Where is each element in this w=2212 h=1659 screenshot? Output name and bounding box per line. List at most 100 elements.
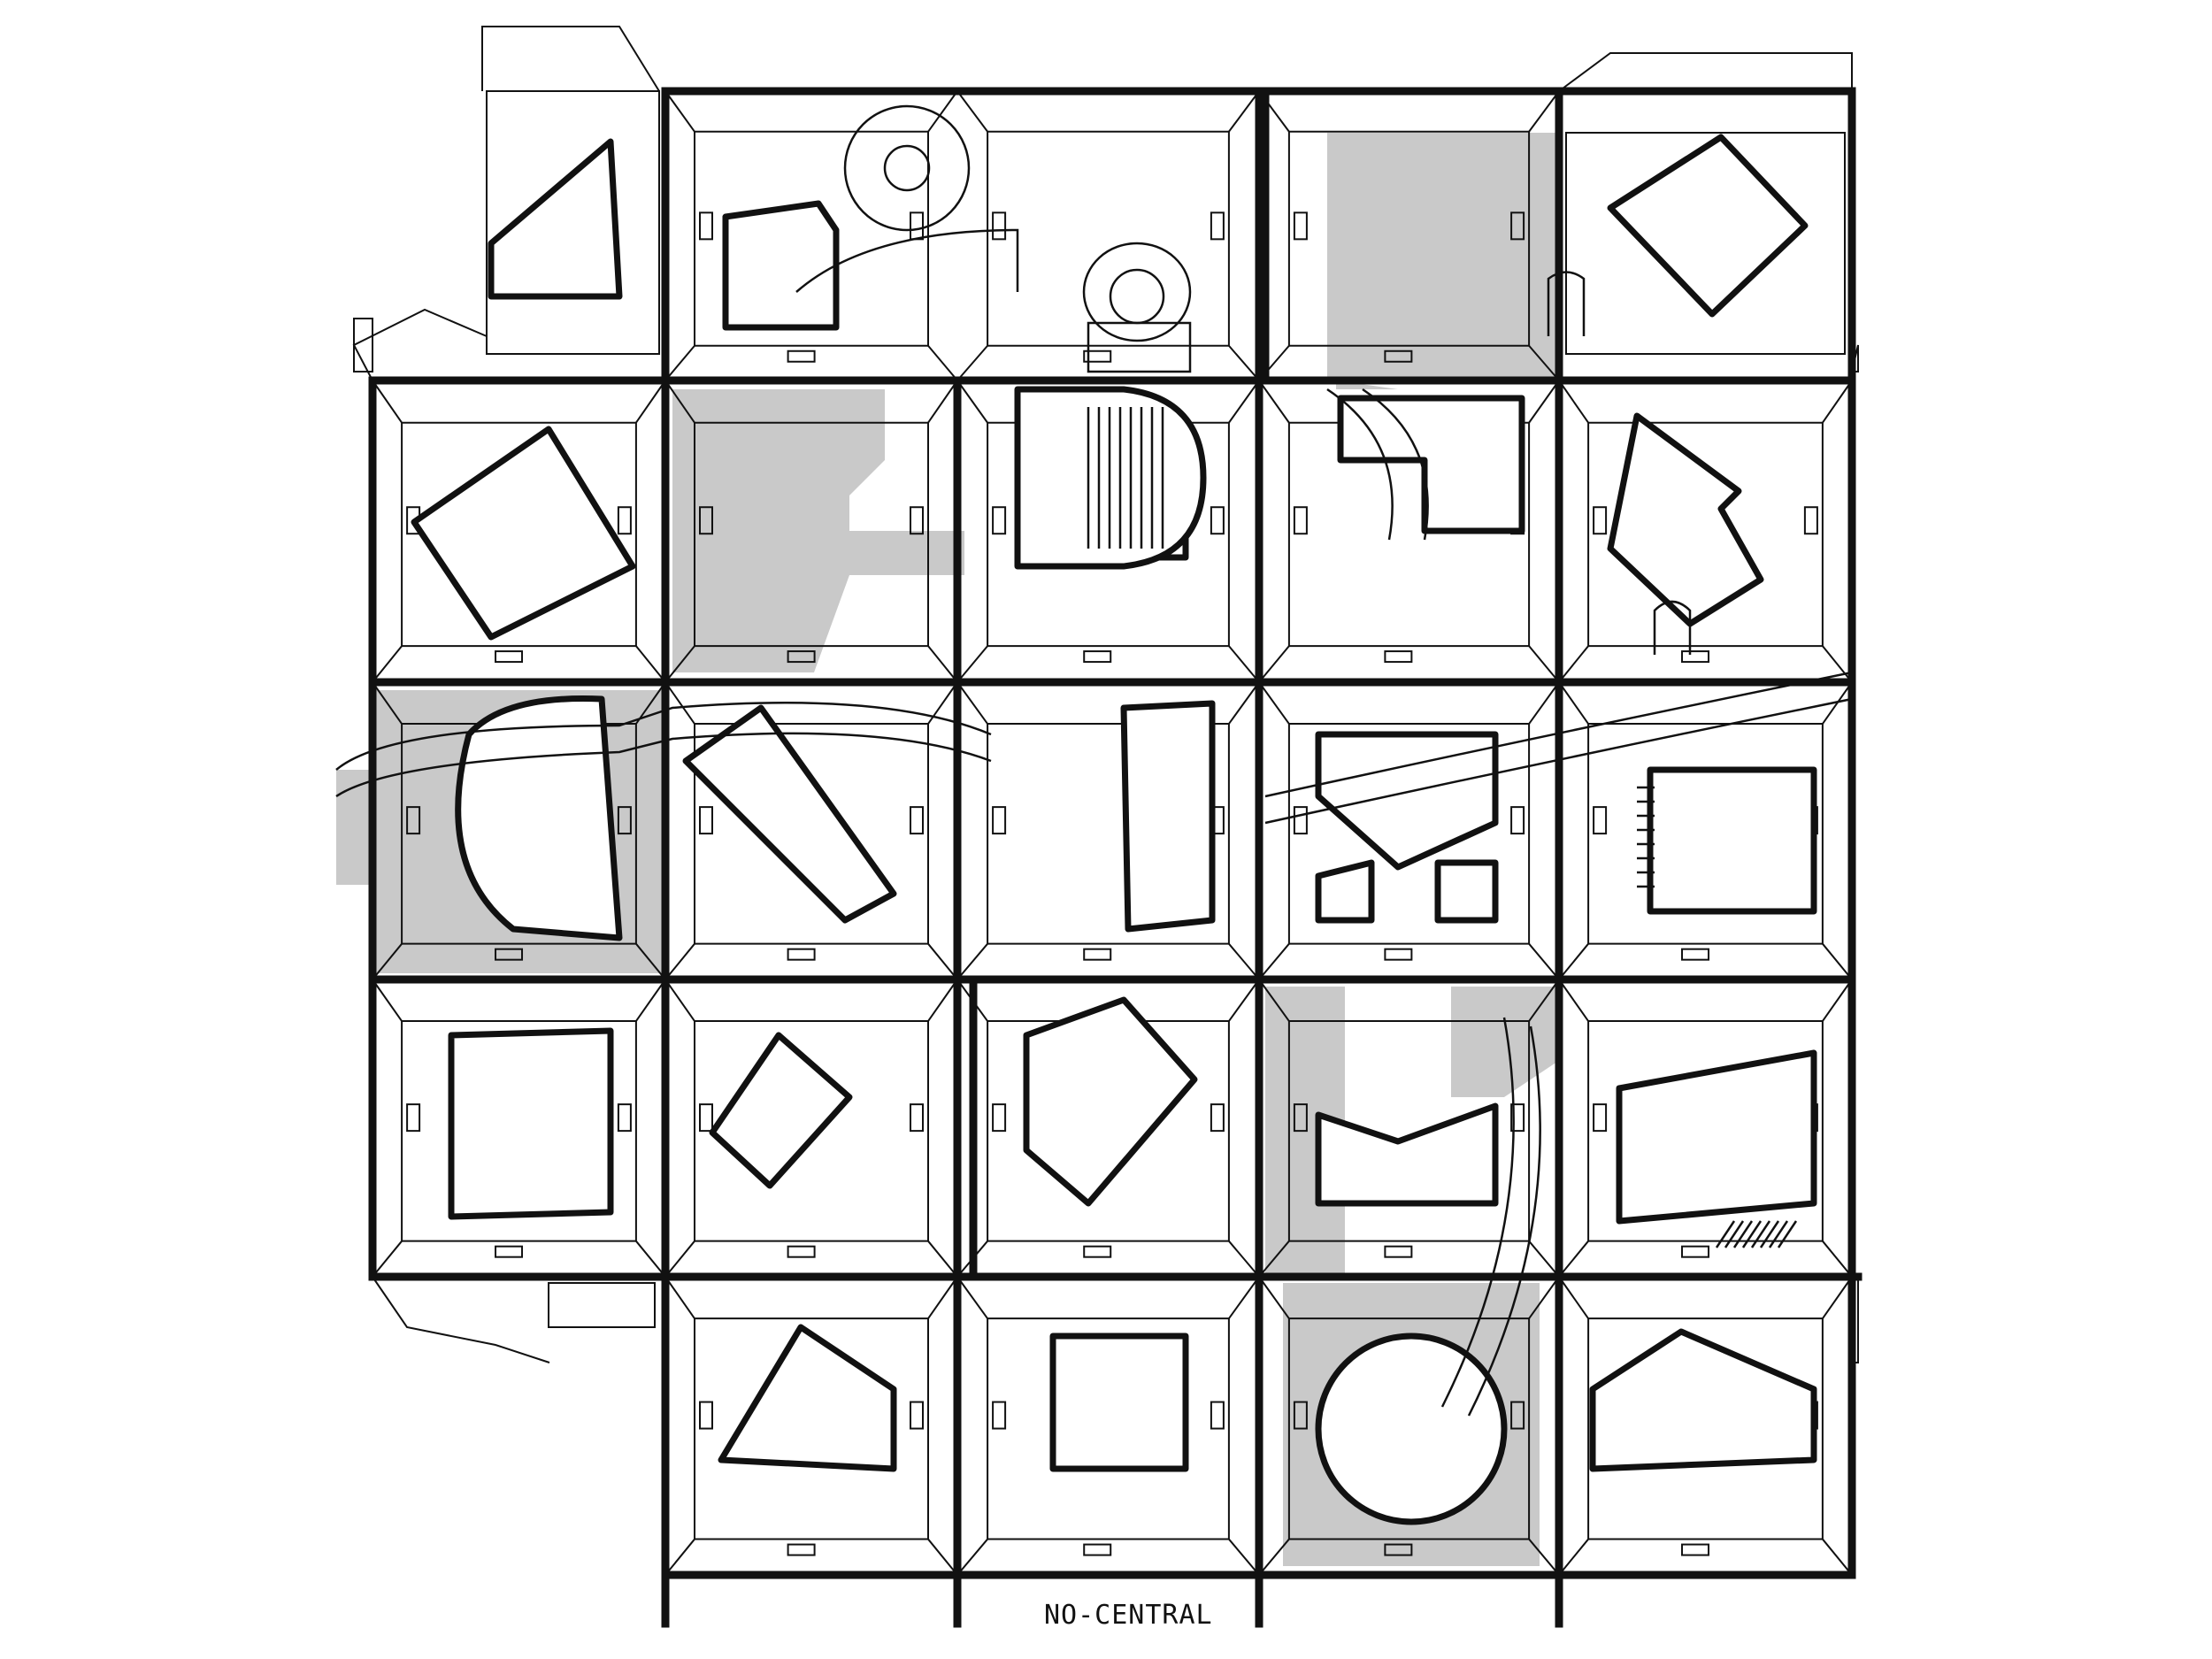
room-edge-line — [956, 90, 988, 133]
room-edge-line — [1258, 380, 1290, 424]
room-volume-20 — [1049, 1333, 1189, 1472]
room-volume-18 — [1616, 1049, 1817, 1225]
room-edge-line — [664, 345, 695, 381]
outer-room-3 — [1565, 132, 1846, 355]
floor-opening — [787, 948, 816, 961]
floor-opening — [1083, 948, 1112, 961]
curved-ramp — [795, 228, 1019, 293]
room-volume-2 — [722, 200, 840, 331]
floor-opening — [787, 1543, 816, 1556]
wall-opening — [1210, 506, 1225, 535]
floor-opening — [1384, 1543, 1413, 1556]
room-edge-line — [927, 1240, 958, 1278]
room-edge-line — [664, 90, 695, 133]
wall-opening — [992, 506, 1007, 535]
room-edge-line — [1258, 645, 1290, 683]
room-edge-line — [927, 90, 958, 133]
slide-tube-right-outer — [1264, 697, 1853, 825]
floor-opening — [1681, 948, 1710, 961]
wall-opening — [992, 1103, 1007, 1133]
room-edge-line — [1528, 681, 1560, 725]
room-volume-16 — [1023, 996, 1198, 1207]
room-edge-line — [1528, 1240, 1560, 1278]
room-edge-line — [372, 380, 403, 424]
floor-opening — [495, 948, 524, 961]
room-edge-line — [956, 943, 988, 980]
room-edge-line — [1822, 380, 1853, 424]
room-edge-line — [1558, 681, 1589, 725]
arched-doorway — [1653, 600, 1692, 655]
wall-opening — [1293, 211, 1308, 241]
outer-room-top-right — [1558, 52, 1853, 92]
wall-opening — [699, 211, 713, 241]
room-edge-line — [956, 1538, 988, 1576]
room-edge-line — [1822, 1240, 1853, 1278]
room-edge-line — [372, 1240, 403, 1278]
outer-room-bottom-left — [372, 1276, 550, 1363]
wall-opening — [1510, 806, 1525, 835]
stair-tread — [1724, 1220, 1745, 1248]
room-edge-line — [1822, 943, 1853, 980]
wall-opening — [1293, 506, 1308, 535]
room-edge-line — [635, 979, 666, 1022]
wall-opening — [1210, 211, 1225, 241]
room-edge-line — [664, 943, 695, 980]
room-volume-3 — [1607, 134, 1809, 318]
room-edge-line — [1822, 979, 1853, 1022]
floor-opening — [1384, 650, 1413, 664]
stair-tread — [1777, 1220, 1798, 1248]
wall-opening — [617, 506, 632, 535]
floor-opening — [1083, 349, 1112, 363]
room-edge-line — [1822, 1276, 1853, 1319]
slide-tube-upper-outer — [1362, 388, 1429, 541]
floor-opening — [1083, 650, 1112, 664]
stair-tread — [1759, 1220, 1780, 1248]
floor-opening — [1681, 650, 1710, 664]
room-edge-line — [1228, 943, 1260, 980]
room-edge-line — [1228, 681, 1260, 725]
floor-opening — [1681, 1543, 1710, 1556]
wall-opening — [1593, 806, 1608, 835]
room-edge-line — [635, 943, 666, 980]
wall-opening — [1803, 506, 1818, 535]
interior-features — [335, 104, 1853, 1417]
room-edge-line — [664, 979, 695, 1022]
wall-opening — [1510, 211, 1525, 241]
wall-opening — [992, 806, 1007, 835]
shaded-floor-6 — [1451, 987, 1557, 1097]
room-edge-line — [1528, 90, 1560, 133]
wall-opening — [910, 211, 924, 241]
room-volume-8 — [682, 704, 897, 924]
wall-opening — [1593, 1103, 1608, 1133]
spiral-stair — [843, 104, 971, 232]
room-edge-line — [1258, 1240, 1290, 1278]
room-edge-line — [635, 380, 666, 424]
slide-tube-right — [1264, 671, 1853, 798]
room-edge-line — [664, 681, 695, 725]
room-edge-line — [1528, 979, 1560, 1022]
room-back-wall-2 — [987, 130, 1230, 347]
room-edge-line — [372, 979, 403, 1022]
floor-opening — [787, 349, 816, 363]
slide-tube-lower-outer — [1467, 1025, 1541, 1417]
room-volume-14 — [448, 1027, 614, 1220]
room-edge-line — [664, 645, 695, 683]
outer-room-top-left — [481, 26, 660, 92]
slide-tube-left — [335, 702, 992, 771]
wall-opening — [1293, 806, 1308, 835]
room-edge-line — [956, 645, 988, 683]
room-edge-line — [1258, 943, 1290, 980]
stair-tread — [1715, 1220, 1736, 1248]
room-edge-line — [1228, 90, 1260, 133]
room-edge-line — [1558, 943, 1589, 980]
room-edge-line — [956, 345, 988, 381]
room-edge-line — [372, 681, 403, 725]
outer-room-left-wing — [352, 308, 488, 381]
room-edge-line — [1228, 645, 1260, 683]
room-volume-11 — [1315, 859, 1375, 924]
drawing-caption: NO-CENTRAL — [1044, 1600, 1213, 1631]
tunnel-arch-inner — [1109, 268, 1165, 325]
shaded-floor-3 — [672, 389, 964, 672]
tunnel-arch-outer — [1082, 242, 1192, 342]
wall-opening — [617, 806, 632, 835]
